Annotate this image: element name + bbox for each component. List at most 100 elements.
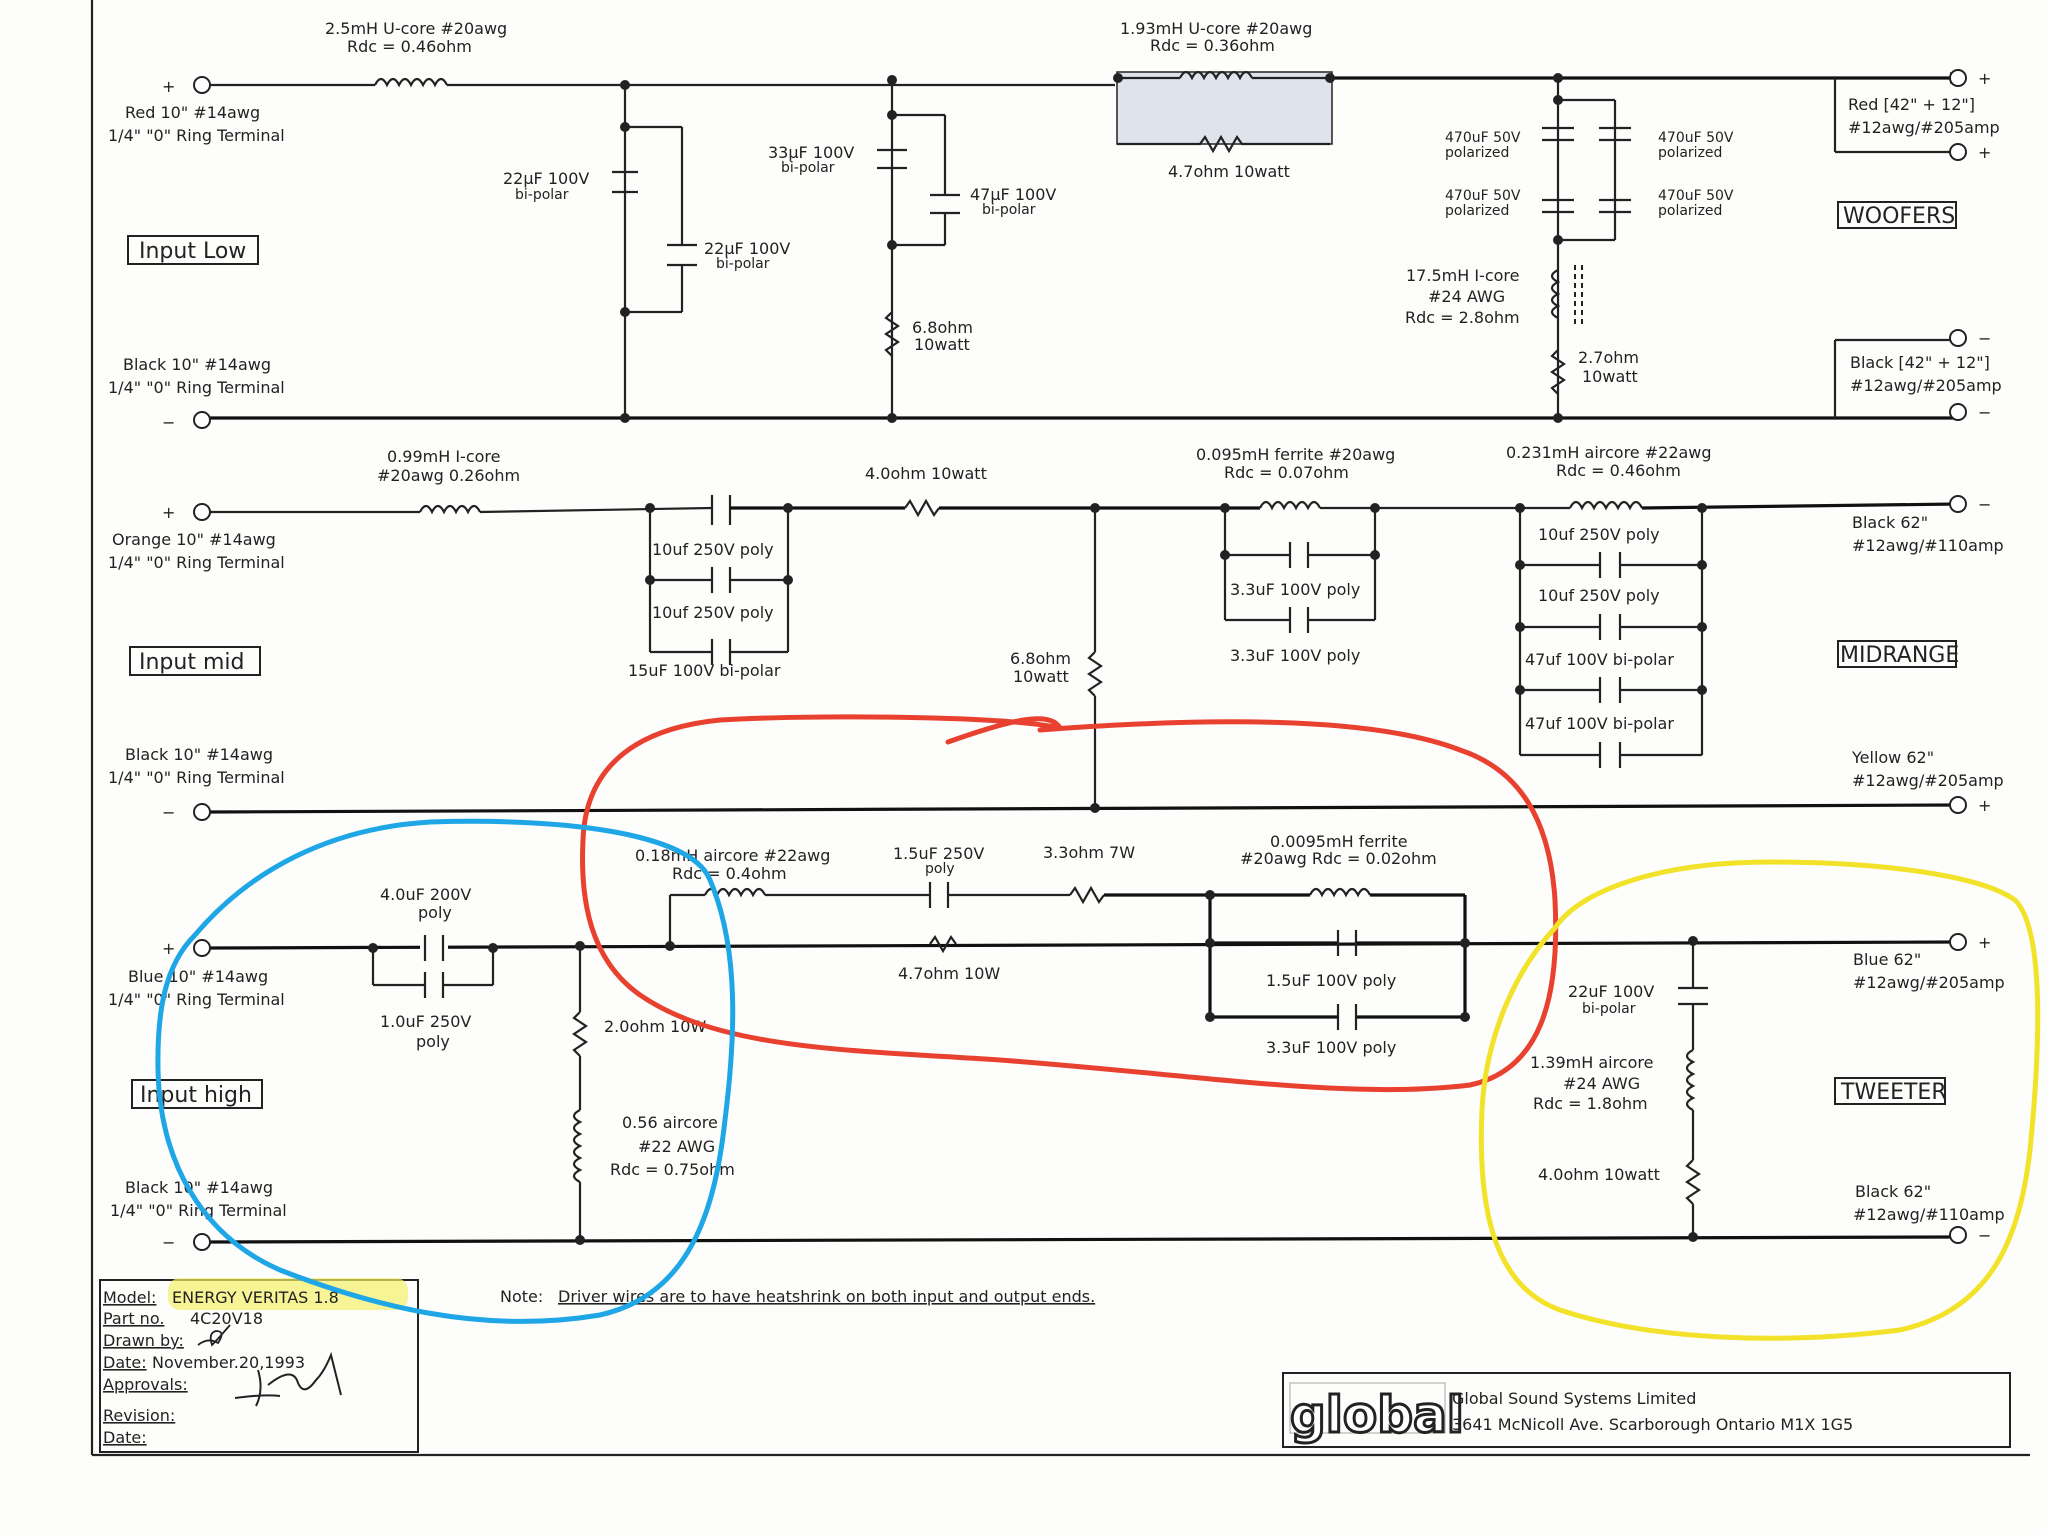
mid-c4-label: 3.3uF 100V poly (1230, 580, 1360, 599)
high-c1-type: poly (418, 903, 452, 922)
woofer-r3-label: 2.7ohm (1578, 348, 1639, 367)
woofer-l2-label: 1.93mH U-core #20awg (1120, 19, 1312, 38)
woofer-cap-c-label: 470uF 50V (1658, 130, 1734, 146)
mid-l1-awg: #20awg 0.26ohm (377, 466, 520, 485)
woofer-out-neg-wire: #12awg/#205amp (1850, 376, 2002, 395)
date-label: Date: (103, 1353, 147, 1372)
high-section (193, 882, 1967, 1251)
woofer-inductor-l2 (1179, 70, 1253, 81)
woofer-l2-rdc: Rdc = 0.36ohm (1150, 36, 1275, 55)
mid-out-neg-wire: #12awg/#110amp (1852, 536, 2004, 555)
mid-inductor-l3 (1569, 500, 1643, 511)
approvals-label: Approvals: (103, 1375, 188, 1394)
woofer-in-plus-sign: + (162, 77, 175, 96)
high-c3-type: poly (925, 861, 955, 877)
mid-l2-rdc: Rdc = 0.07ohm (1224, 463, 1349, 482)
woofer-out-plus-sign-a: + (1978, 69, 1991, 88)
high-c2-label: 1.0uF 250V (380, 1012, 471, 1031)
note-text: Driver wires are to have heatshrink on b… (558, 1287, 1095, 1306)
high-c4-label: 1.5uF 100V poly (1266, 971, 1396, 990)
woofer-input-pos-term: 1/4" "0" Ring Terminal (108, 126, 285, 145)
woofer-input-pos-terminal (193, 76, 211, 94)
high-c6-type: bi-polar (1582, 1001, 1636, 1017)
mid-c6-label: 10uf 250V poly (1538, 525, 1660, 544)
high-out-plus-sign: + (1978, 933, 1991, 952)
mid-in-plus-sign: + (162, 503, 175, 522)
woofer-cap-d-label: 470uF 50V (1658, 188, 1734, 204)
woofers-label: WOOFERS (1843, 204, 1955, 229)
mid-l3-label: 0.231mH aircore #22awg (1506, 443, 1712, 462)
woofer-out-pos-wire: #12awg/#205amp (1848, 118, 2000, 137)
tweeter-label: TWEETER (1840, 1080, 1947, 1105)
woofer-r1-watt: 10watt (914, 335, 970, 354)
woofer-cap-d-type: polarized (1658, 203, 1722, 219)
woofer-input-neg-label: Black 10" #14awg (123, 355, 271, 374)
high-in-minus-sign: − (162, 1233, 175, 1252)
mid-inductor-l2 (1259, 500, 1321, 511)
mid-r1-label: 4.0ohm 10watt (865, 464, 987, 483)
input-low-label: Input Low (139, 239, 246, 264)
woofer-l2-box (1116, 71, 1333, 145)
high-resistor-r3 (929, 934, 957, 954)
woofer-l1-rdc: Rdc = 0.46ohm (347, 37, 472, 56)
woofer-out-neg-terminal-a (1949, 329, 1967, 347)
woofer-out-plus-sign-b: + (1978, 143, 1991, 162)
mid-l1-label: 0.99mH I-core (387, 447, 500, 466)
mid-c1-label: 10uf 250V poly (652, 540, 774, 559)
high-resistor-r2 (1069, 885, 1105, 905)
woofer-in-minus-sign: − (162, 413, 175, 432)
high-inductor-l4 (1685, 1049, 1696, 1111)
high-resistor-r4 (1685, 1159, 1701, 1205)
high-inductor-l1 (572, 1109, 583, 1183)
revision-date-label: Date: (103, 1428, 147, 1447)
midrange-label: MIDRANGE (1840, 643, 1959, 668)
input-mid-label: Input mid (139, 650, 244, 675)
high-l4-rdc: Rdc = 1.8ohm (1533, 1094, 1648, 1113)
woofer-cap-b-type: polarized (1445, 203, 1509, 219)
high-l1-label: 0.56 aircore (622, 1113, 718, 1132)
drawn-by-label: Drawn by: (103, 1331, 184, 1350)
woofers-box (1837, 201, 1957, 229)
woofer-out-minus-sign-a: − (1978, 329, 1991, 348)
woofer-out-pos-terminal-a (1949, 69, 1967, 87)
mid-l3-rdc: Rdc = 0.46ohm (1556, 461, 1681, 480)
red-annotation-circle (580, 714, 1559, 1093)
mid-c3-label: 15uF 100V bi-polar (628, 661, 781, 680)
woofer-out-pos-terminal-b (1949, 143, 1967, 161)
high-input-neg-terminal (193, 1233, 211, 1251)
woofer-cap-a-type: polarized (1445, 145, 1509, 161)
mid-input-neg-terminal (193, 803, 211, 821)
mid-c2-label: 10uf 250V poly (652, 603, 774, 622)
woofer-input-neg-terminal (193, 411, 211, 429)
mid-section (193, 495, 1967, 821)
part-value: 4C20V18 (190, 1309, 263, 1328)
woofer-c4-type: bi-polar (982, 202, 1036, 218)
woofer-out-neg-terminal-b (1949, 403, 1967, 421)
mid-input-pos-terminal (193, 503, 211, 521)
woofer-input-pos-label: Red 10" #14awg (125, 103, 260, 122)
high-input-pos-term: 1/4" "0" Ring Terminal (108, 990, 285, 1009)
company-name: Global Sound Systems Limited (1452, 1389, 1696, 1408)
high-r1-label: 2.0ohm 10W (604, 1017, 706, 1036)
high-c6-label: 22uF 100V (1568, 982, 1654, 1001)
mid-out-minus-sign: − (1978, 495, 1991, 514)
mid-out-pos-label: Yellow 62" (1851, 748, 1934, 767)
mid-out-neg-label: Black 62" (1852, 513, 1928, 532)
mid-r2-label: 6.8ohm (1010, 649, 1071, 668)
input-mid-box (129, 646, 261, 676)
high-l4-awg: #24 AWG (1563, 1074, 1640, 1093)
blue-annotation-circle (155, 818, 736, 1324)
company-block: global Global Sound Systems Limited 3641… (1282, 1372, 2011, 1448)
mid-inductor-l1 (419, 504, 481, 515)
high-l4-label: 1.39mH aircore (1530, 1053, 1653, 1072)
high-c3-label: 1.5uF 250V (893, 844, 984, 863)
high-out-minus-sign: − (1978, 1226, 1991, 1245)
woofer-r2-label: 4.7ohm 10watt (1168, 162, 1290, 181)
woofer-c2-type: bi-polar (716, 256, 770, 272)
woofer-inductor-l1 (374, 77, 448, 88)
input-low-box (127, 235, 259, 265)
high-out-neg-label: Black 62" (1855, 1182, 1931, 1201)
mid-c7-label: 10uf 250V poly (1538, 586, 1660, 605)
